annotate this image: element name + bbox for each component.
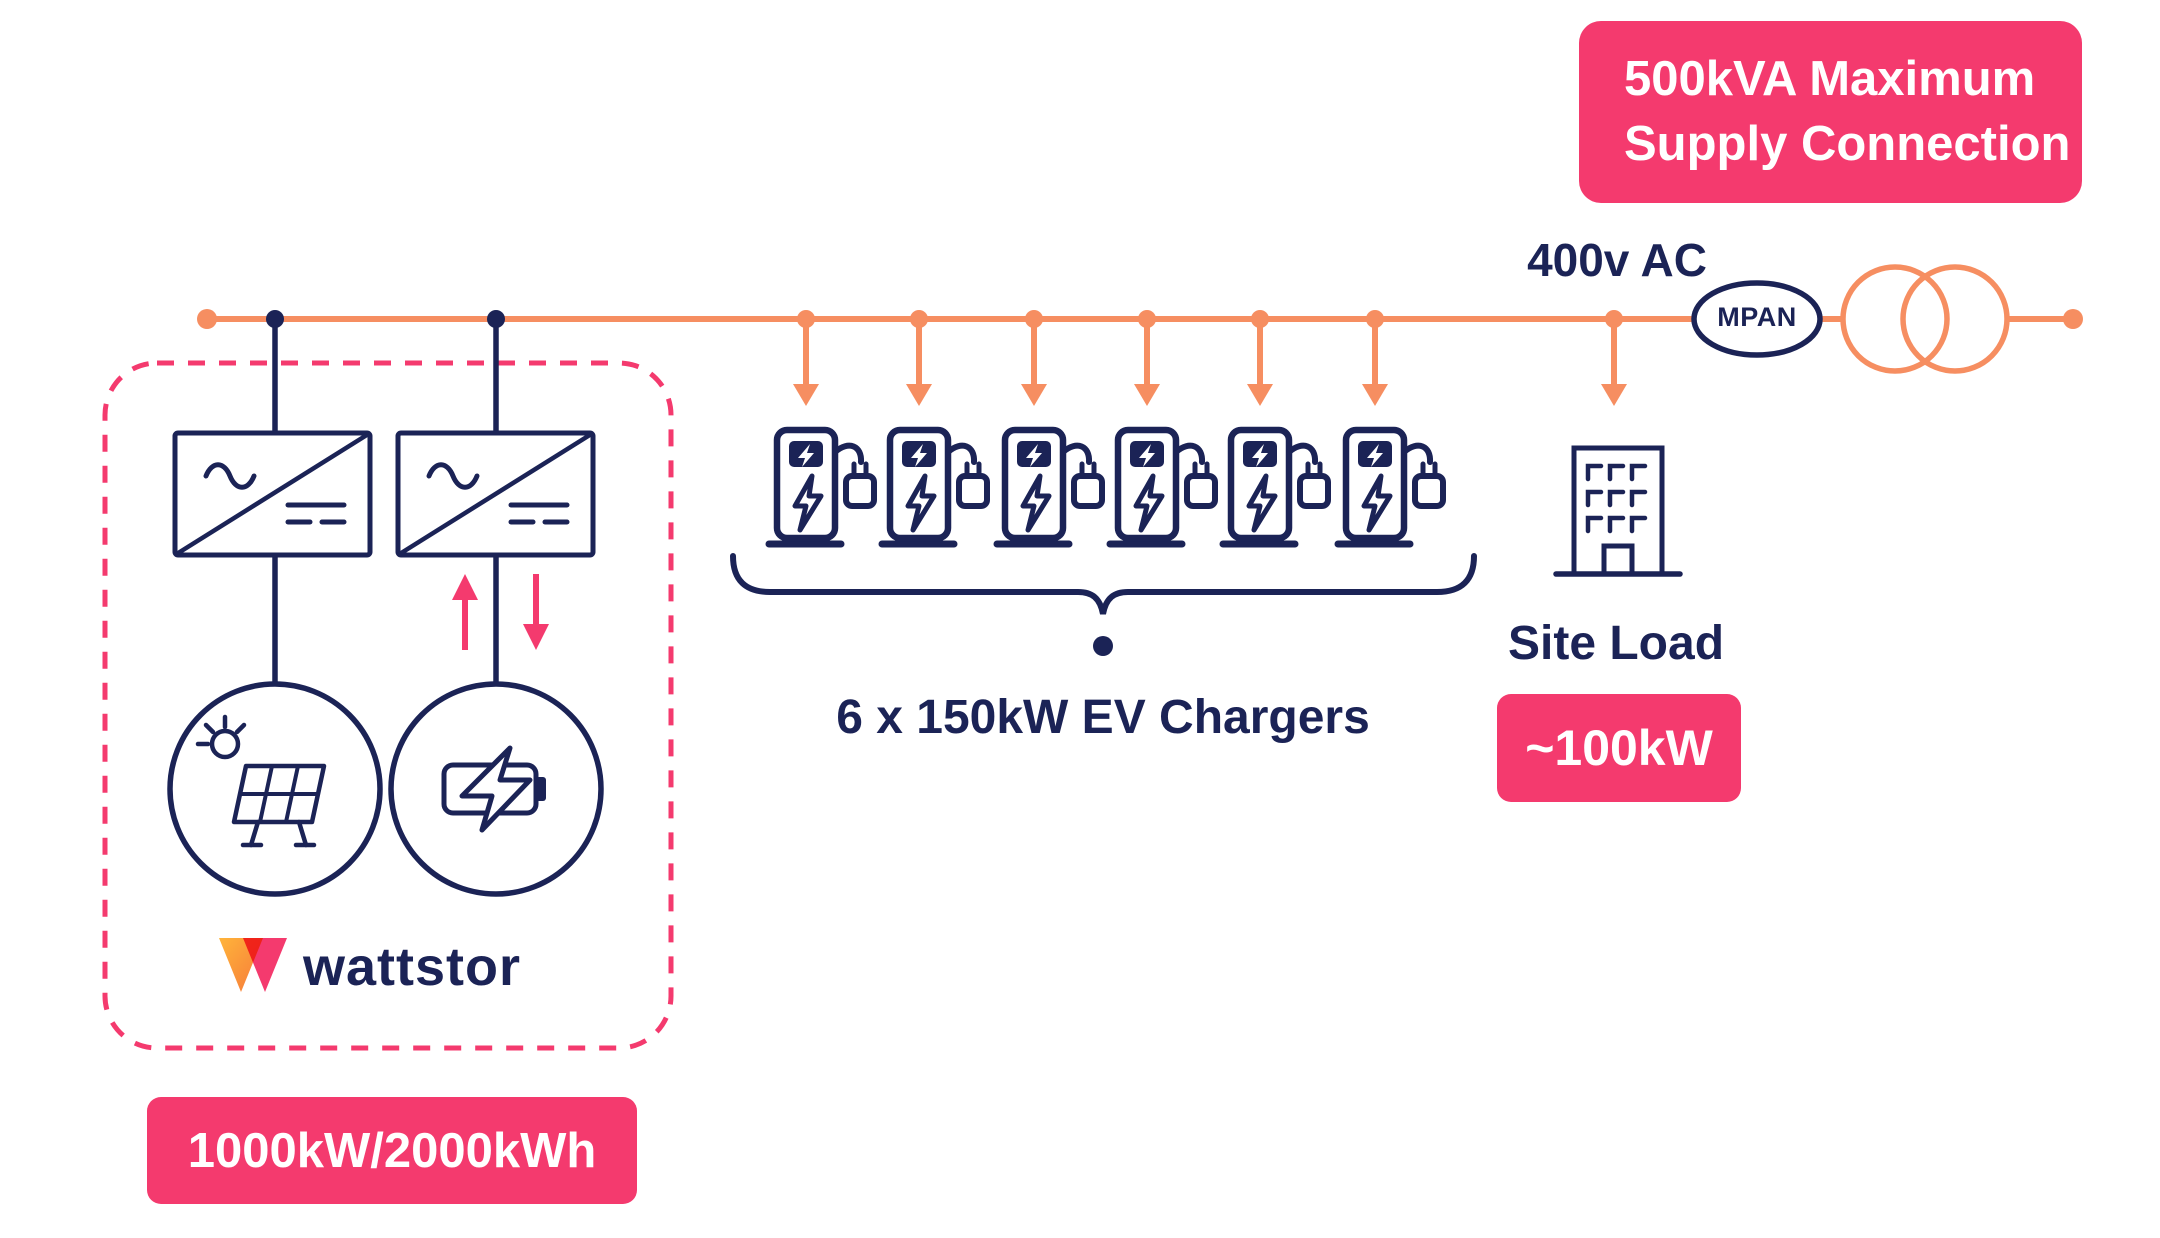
site-load-power-badge: ~100kW <box>1497 694 1741 802</box>
ac-sine-symbol <box>426 462 480 490</box>
ev-chargers-label: 6 x 150kW EV Chargers <box>836 691 1370 744</box>
ev-charger-row <box>769 430 1443 544</box>
supply-badge-line2: Supply Connection <box>1624 117 2071 171</box>
mpan-label: MPAN <box>1717 302 1797 332</box>
bus-junction-dot <box>487 310 505 328</box>
bus-branch-arrow <box>1021 310 1047 406</box>
site-load-label: Site Load <box>1507 617 1725 670</box>
bus-branch-arrow <box>793 310 819 406</box>
ev-charger-icon <box>882 430 987 544</box>
dc-symbol <box>285 502 347 525</box>
ev-charger-icon <box>1223 430 1328 544</box>
chargers-brace <box>730 553 1477 656</box>
building-icon <box>1553 445 1683 577</box>
dc-symbol <box>508 502 570 525</box>
bus-endpoint-dot-right <box>2063 309 2083 329</box>
bus-branch-arrow <box>906 310 932 406</box>
brace-junction-dot <box>1093 636 1113 656</box>
ac-sine-symbol <box>203 462 257 490</box>
bus-endpoint-dot-left <box>197 309 217 329</box>
inverter-feed-lines <box>266 310 505 686</box>
battery-circle <box>388 681 604 897</box>
wattstor-logo-icon <box>219 938 287 992</box>
bus-branch-arrow <box>1134 310 1160 406</box>
solar-circle <box>167 681 383 897</box>
solar-panel-icon <box>195 714 327 848</box>
ev-charger-icon <box>769 430 874 544</box>
wattstor-enclosure <box>102 360 674 1051</box>
inverter-icon <box>395 430 596 558</box>
ev-charger-icon <box>1338 430 1443 544</box>
voltage-label: 400v AC <box>1527 234 1707 286</box>
mpan-node <box>1691 280 1823 358</box>
bus-branch-arrow-siteload <box>1601 310 1627 406</box>
inverter-icon <box>172 430 373 558</box>
brand-text: wattstor <box>303 937 522 997</box>
bus-branch-arrows <box>793 310 1627 406</box>
ev-charger-icon <box>1110 430 1215 544</box>
ev-charger-icon <box>997 430 1102 544</box>
transformer-icon <box>1840 264 2010 374</box>
bus-junction-dot <box>266 310 284 328</box>
arrow-up-icon <box>452 574 478 650</box>
supply-connection-badge: 500kVA Maximum Supply Connection <box>1579 21 2082 203</box>
bus-branch-arrow <box>1362 310 1388 406</box>
arrow-down-icon <box>523 574 549 650</box>
supply-badge-line1: 500kVA Maximum <box>1624 52 2036 107</box>
storage-capacity-badge: 1000kW/2000kWh <box>147 1097 637 1204</box>
bus-branch-arrow <box>1247 310 1273 406</box>
battery-icon <box>441 745 546 833</box>
charge-direction-arrows <box>452 574 549 650</box>
